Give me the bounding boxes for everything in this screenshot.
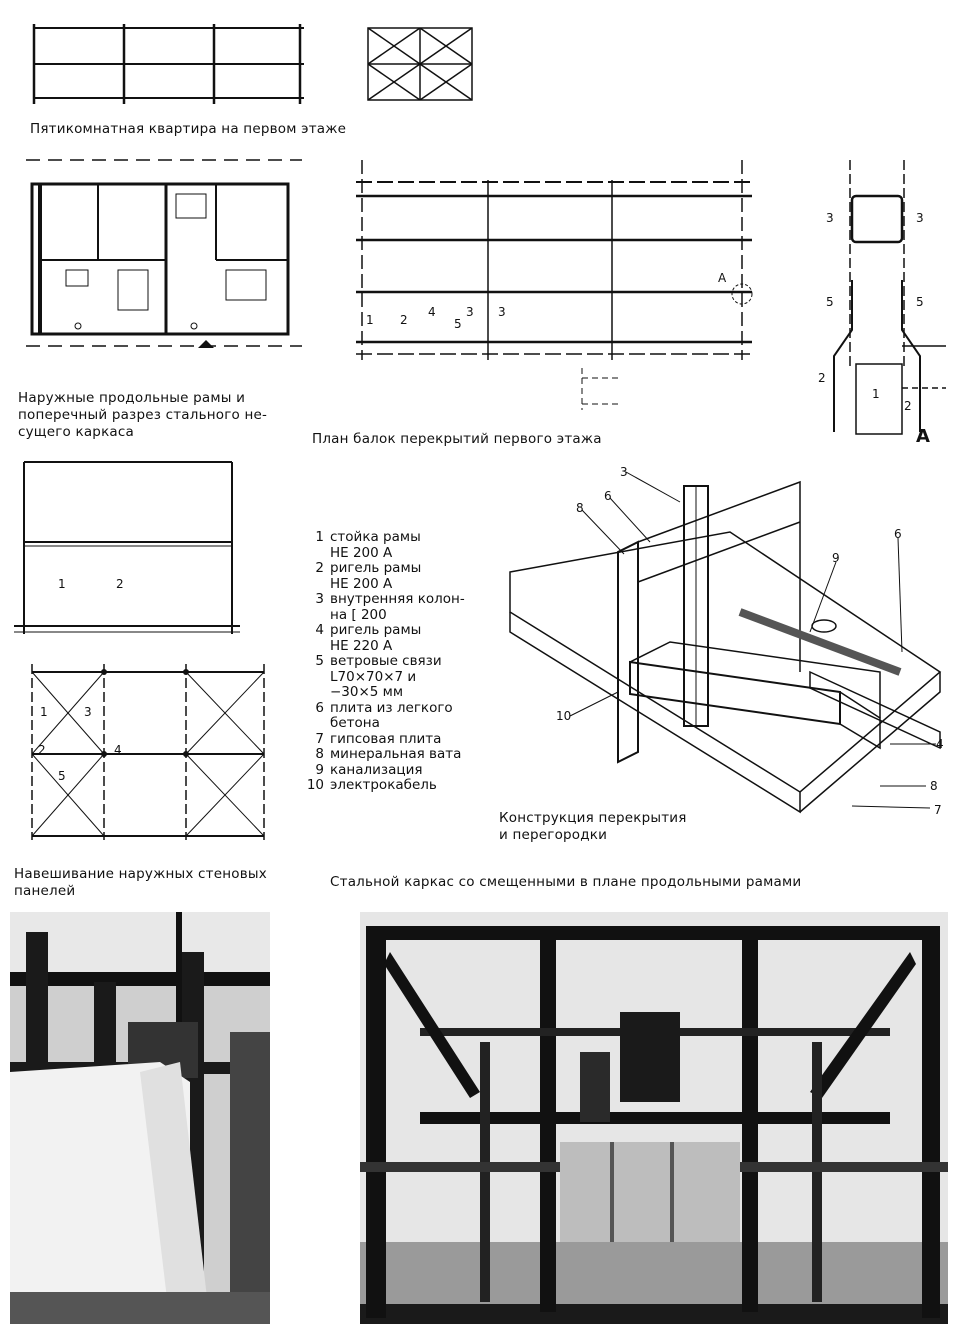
bracing-label: 2 <box>38 743 46 757</box>
bracing-label: 4 <box>114 743 122 757</box>
detail-label: 3 <box>826 211 834 225</box>
beam-plan-label: 3 <box>466 305 474 319</box>
iso-label: 10 <box>556 709 571 723</box>
detail-label: 2 <box>818 371 826 385</box>
detail-title: A <box>916 426 930 447</box>
bracing-label: 1 <box>40 705 48 719</box>
caption-steel-frame: Стальной каркас со смещенными в плане пр… <box>330 874 802 890</box>
detail-label: 2 <box>904 399 912 413</box>
frame-elevation-drawing <box>32 24 304 104</box>
caption-construction: Конструкция перекрытия и перегородки <box>499 810 687 843</box>
photo-steel-frame <box>360 912 948 1324</box>
beam-plan-label: A <box>718 271 727 285</box>
section-label: 2 <box>116 577 124 591</box>
detail-a-drawing: 3 3 5 5 2 1 2 A <box>818 160 946 447</box>
bracing-label: 3 <box>84 705 92 719</box>
beam-plan-label: 4 <box>428 305 436 319</box>
bracing-elevation-drawing: 1 3 2 4 5 <box>31 664 265 840</box>
detail-label: 1 <box>872 387 880 401</box>
caption-beam-plan: План балок перекрытий первого этажа <box>312 431 602 447</box>
caption-apartment: Пятикомнатная квартира на первом этаже <box>30 121 347 137</box>
beam-plan-label: 1 <box>366 313 374 327</box>
bracing-elevation-small <box>367 27 473 101</box>
caption-frames: Наружные продольные рамы и поперечный ра… <box>18 390 268 440</box>
iso-label: 4 <box>936 737 944 751</box>
beam-plan-drawing: 1 2 4 5 3 3 A <box>356 160 753 410</box>
iso-label: 9 <box>832 551 840 565</box>
detail-label: 5 <box>826 295 834 309</box>
iso-label: 6 <box>604 489 612 503</box>
detail-label: 3 <box>916 211 924 225</box>
apartment-floor-plan <box>26 159 302 348</box>
section-label: 1 <box>58 577 66 591</box>
bracing-label: 5 <box>58 769 66 783</box>
beam-plan-label: 2 <box>400 313 408 327</box>
iso-label: 7 <box>934 803 942 817</box>
isometric-construction-drawing: 3 6 8 9 6 10 4 8 7 <box>509 465 944 817</box>
detail-label: 5 <box>916 295 924 309</box>
iso-label: 8 <box>930 779 938 793</box>
iso-label: 8 <box>576 501 584 515</box>
beam-plan-label: 5 <box>454 317 462 331</box>
caption-panels: Навешивание наружных стеновых панелей <box>14 866 267 899</box>
iso-label: 3 <box>620 465 628 479</box>
beam-plan-label: 3 <box>498 305 506 319</box>
iso-label: 6 <box>894 527 902 541</box>
photo-panel-hanging <box>10 912 270 1324</box>
cross-section-drawing: 1 2 <box>14 461 240 634</box>
